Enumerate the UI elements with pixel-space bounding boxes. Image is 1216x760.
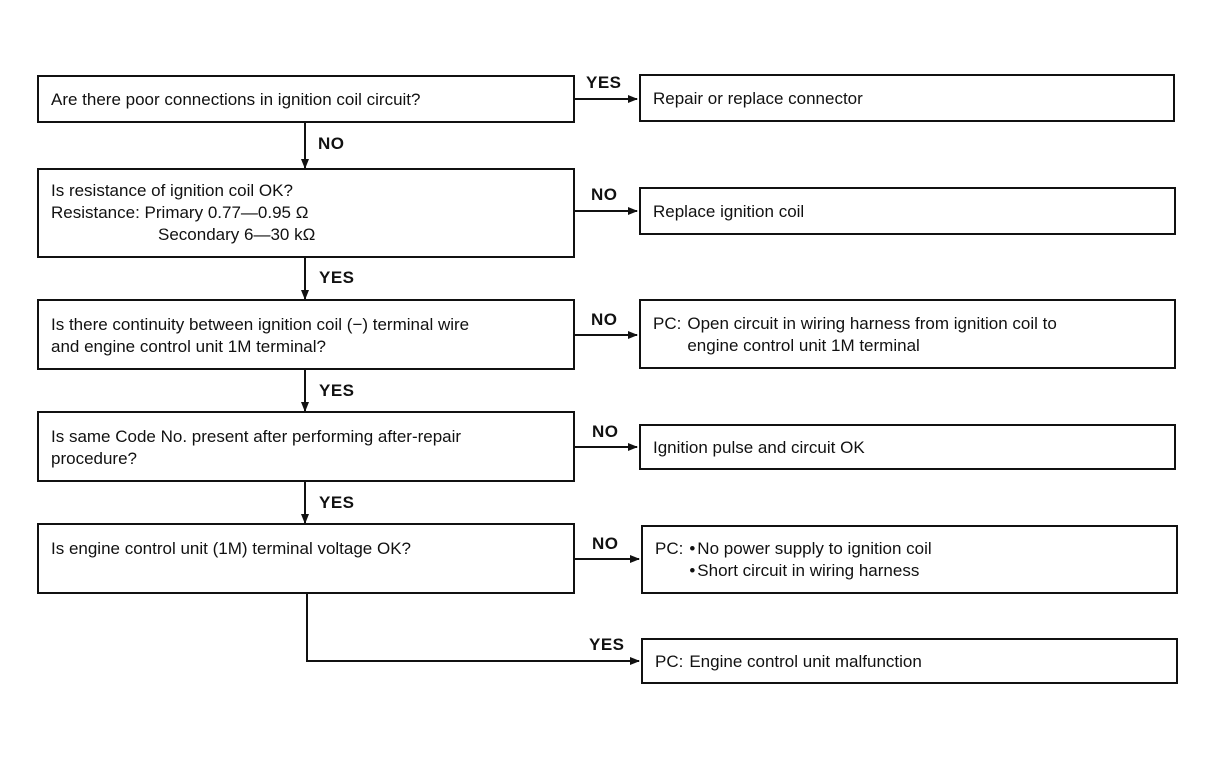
question-box-3: Is there continuity between ignition coi… [37,299,575,370]
question-box-5: Is engine control unit (1M) terminal vol… [37,523,575,594]
branch-label-q2-side: NO [591,185,618,204]
branch-label-q5-side: NO [592,534,619,553]
question-box-4: Is same Code No. present after performin… [37,411,575,482]
result-box-2: Replace ignition coil [639,187,1176,235]
result-3-line-1: Open circuit in wiring harness from igni… [687,314,1057,333]
arrow-q5-to-r6 [306,594,640,665]
branch-label-q1-down: NO [318,134,345,153]
result-4-text: Ignition pulse and circuit OK [653,438,865,457]
result-3-line-2: engine control unit 1M terminal [687,336,920,355]
branch-label-q1-side: YES [586,73,622,92]
result-6-row: PC: Engine control unit malfunction [655,651,1164,673]
question-2-text: Is resistance of ignition coil OK? [51,181,293,200]
result-5-lines: No power supply to ignition coil Short c… [689,538,931,582]
question-box-2: Is resistance of ignition coil OK? Resis… [37,168,575,258]
result-3-lines: Open circuit in wiring harness from igni… [687,313,1056,357]
question-1-text: Are there poor connections in ignition c… [51,90,421,109]
branch-label-q3-down: YES [319,381,355,400]
question-3-line-2: and engine control unit 1M terminal? [51,337,326,356]
question-2-resistance-primary: Resistance: Primary 0.77—0.95 Ω [51,203,309,222]
question-box-1: Are there poor connections in ignition c… [37,75,575,123]
result-box-3: PC: Open circuit in wiring harness from … [639,299,1176,369]
branch-label-q2-down: YES [319,268,355,287]
question-5-text: Is engine control unit (1M) terminal vol… [51,539,412,558]
question-3-line-1: Is there continuity between ignition coi… [51,315,470,334]
branch-label-q5-final: YES [589,635,625,654]
branch-label-q3-side: NO [591,310,618,329]
question-2-resistance-secondary: Secondary 6—30 kΩ [158,225,316,244]
result-box-5: PC: No power supply to ignition coil Sho… [641,525,1178,594]
question-4-line-2: procedure? [51,449,138,468]
result-5-bullet-1: No power supply to ignition coil [689,538,931,560]
result-5-row: PC: No power supply to ignition coil Sho… [655,538,1164,582]
branch-label-q4-side: NO [592,422,619,441]
result-5-bullet-2: Short circuit in wiring harness [689,560,931,582]
result-2-text: Replace ignition coil [653,202,805,221]
result-box-6: PC: Engine control unit malfunction [641,638,1178,684]
result-1-text: Repair or replace connector [653,89,863,108]
result-3-pc-prefix: PC: [653,314,682,333]
branch-label-q4-down: YES [319,493,355,512]
result-6-text: Engine control unit malfunction [689,652,922,671]
result-6-pc-prefix: PC: [655,652,684,671]
question-4-line-1: Is same Code No. present after performin… [51,427,462,446]
result-5-pc-prefix: PC: [655,539,684,558]
result-3-row: PC: Open circuit in wiring harness from … [653,313,1162,357]
result-box-4: Ignition pulse and circuit OK [639,424,1176,470]
result-box-1: Repair or replace connector [639,74,1175,122]
